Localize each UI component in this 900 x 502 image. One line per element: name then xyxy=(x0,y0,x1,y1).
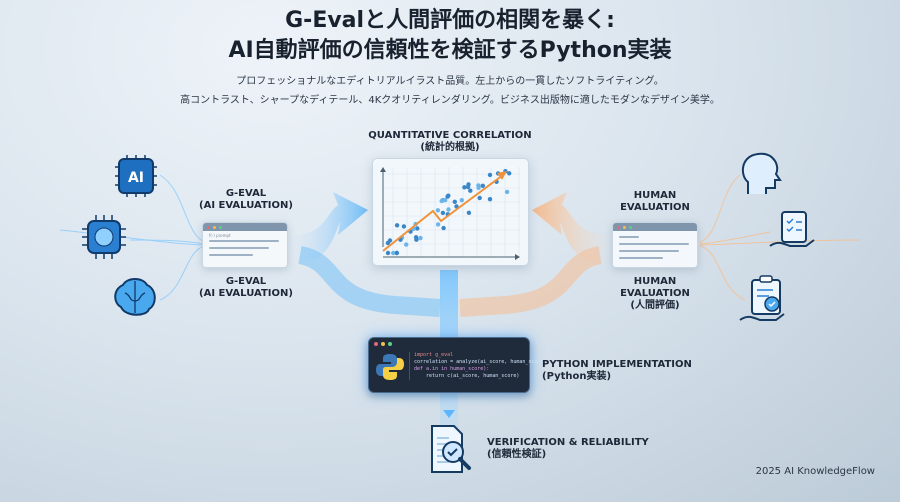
clipboard-hand-icon xyxy=(769,211,815,247)
verification-label: VERIFICATION & RELIABILITY (信頼性検証) xyxy=(487,437,649,461)
human-eval-label-top: HUMAN EVALUATION xyxy=(612,190,698,214)
code-line-2: correlation = analyze(ai_score, human_sc… xyxy=(414,359,547,365)
subtitle-line-2: 高コントラスト、シャープなディテール、4Kクオリティレンダリング。ビジネス出版物… xyxy=(180,95,720,106)
g-eval-label-top: G-EVAL (AI EVALUATION) xyxy=(198,188,294,212)
data-point xyxy=(487,197,493,202)
human-subtitle-3: (人間評価) xyxy=(630,300,680,311)
data-point xyxy=(435,208,441,213)
data-point xyxy=(418,235,423,241)
title-line-2: AI自動評価の信頼性を検証するPython実装 xyxy=(228,38,672,63)
data-point xyxy=(507,171,512,176)
clipboard-check-icon xyxy=(739,275,785,321)
right-channel xyxy=(459,246,603,317)
left-arrow xyxy=(290,192,368,262)
data-point xyxy=(466,210,472,215)
data-point xyxy=(414,237,419,242)
human-subtitle-2: EVALUATION xyxy=(620,288,690,299)
right-light-streams xyxy=(699,174,861,301)
data-point xyxy=(401,224,407,229)
python-code-window: import g_eval correlation = analyze(ai_s… xyxy=(368,337,546,393)
data-point xyxy=(441,225,446,231)
axes xyxy=(382,169,518,258)
g-eval-title: G-EVAL xyxy=(225,188,267,199)
human-title: HUMAN xyxy=(633,190,677,201)
human-evaluation-window xyxy=(612,222,698,268)
page-title: G-Evalと人間評価の相関を暴く: AI自動評価の信頼性を検証するPython… xyxy=(0,6,900,66)
data-points xyxy=(385,169,512,256)
trend-line xyxy=(382,174,504,252)
window-text: f(·) prompt xyxy=(209,233,231,238)
g-eval-subtitle-2: (AI EVALUATION) xyxy=(199,288,293,299)
data-point xyxy=(462,185,467,190)
data-point xyxy=(443,198,448,203)
data-point xyxy=(391,250,396,256)
data-point xyxy=(404,242,409,247)
human-eval-label-bottom: HUMAN EVALUATION (人間評価) xyxy=(612,276,698,312)
data-point xyxy=(480,183,485,188)
human-subtitle: EVALUATION xyxy=(620,202,690,213)
data-point xyxy=(415,226,420,231)
title-line-1: G-Evalと人間評価の相関を暴く: xyxy=(285,8,615,33)
data-point xyxy=(465,184,471,190)
data-point xyxy=(445,194,450,199)
correlation-title: QUANTITATIVE CORRELATION xyxy=(368,130,532,141)
trend-arrowhead xyxy=(497,171,507,180)
document-magnifier-icon xyxy=(431,425,471,473)
human-head-icon xyxy=(741,152,782,194)
verification-title: VERIFICATION & RELIABILITY xyxy=(487,437,649,448)
correlation-subtitle: (統計的根拠) xyxy=(420,142,480,153)
correlation-label: QUANTITATIVE CORRELATION (統計的根拠) xyxy=(360,130,540,154)
right-arrow xyxy=(532,192,610,262)
python-label: PYTHON IMPLEMENTATION (Python実装) xyxy=(542,359,692,383)
python-logo-icon xyxy=(376,354,404,380)
data-point xyxy=(459,198,464,203)
ai-chip-icon: AI xyxy=(115,155,157,197)
data-point xyxy=(385,240,391,246)
data-point xyxy=(504,189,510,195)
data-point xyxy=(435,222,441,227)
python-title: PYTHON IMPLEMENTATION xyxy=(542,359,692,370)
code-line-4: def a.in in human_score): xyxy=(414,366,490,372)
g-eval-title-2: G-EVAL xyxy=(225,276,267,287)
data-point xyxy=(446,207,451,212)
down-arrow-icon xyxy=(443,410,455,418)
svg-text:AI: AI xyxy=(128,170,144,186)
code-line-5: return c(ai_score, human_score) xyxy=(414,373,520,379)
footer-credit: 2025 AI KnowledgeFlow xyxy=(755,466,875,477)
grid-lines xyxy=(383,167,521,257)
verification-subtitle: (信頼性検証) xyxy=(487,449,547,460)
data-point xyxy=(476,185,481,190)
g-eval-subtitle: (AI EVALUATION) xyxy=(199,200,293,211)
human-title-2: HUMAN xyxy=(633,276,677,287)
data-point xyxy=(487,172,493,178)
brain-icon xyxy=(114,278,156,316)
subtitle-line-1: プロフェッショナルなエディトリアルイラスト品質。左上からの一貫したソフトライティ… xyxy=(236,76,664,87)
ai-evaluation-window: f(·) prompt xyxy=(202,222,288,268)
scatter-plot xyxy=(380,167,521,260)
left-channel xyxy=(297,246,441,317)
left-light-streams xyxy=(59,174,206,301)
data-point xyxy=(440,210,446,216)
scatter-plot-card xyxy=(372,158,529,266)
code-block: import g_eval correlation = analyze(ai_s… xyxy=(409,352,546,380)
data-point xyxy=(385,250,391,256)
data-point xyxy=(439,198,444,204)
g-eval-label-bottom: G-EVAL (AI EVALUATION) xyxy=(198,276,294,300)
code-line-1: import g_eval xyxy=(414,352,454,358)
data-point xyxy=(468,188,473,193)
subtitle: プロフェッショナルなエディトリアルイラスト品質。左上からの一貫したソフトライティ… xyxy=(0,72,900,110)
brain-circuit-icon xyxy=(82,215,126,259)
data-point xyxy=(394,223,400,228)
window-controls xyxy=(369,338,529,350)
data-point xyxy=(394,250,400,256)
data-point xyxy=(452,199,457,204)
python-subtitle: (Python実装) xyxy=(542,371,612,382)
data-point xyxy=(477,195,482,201)
